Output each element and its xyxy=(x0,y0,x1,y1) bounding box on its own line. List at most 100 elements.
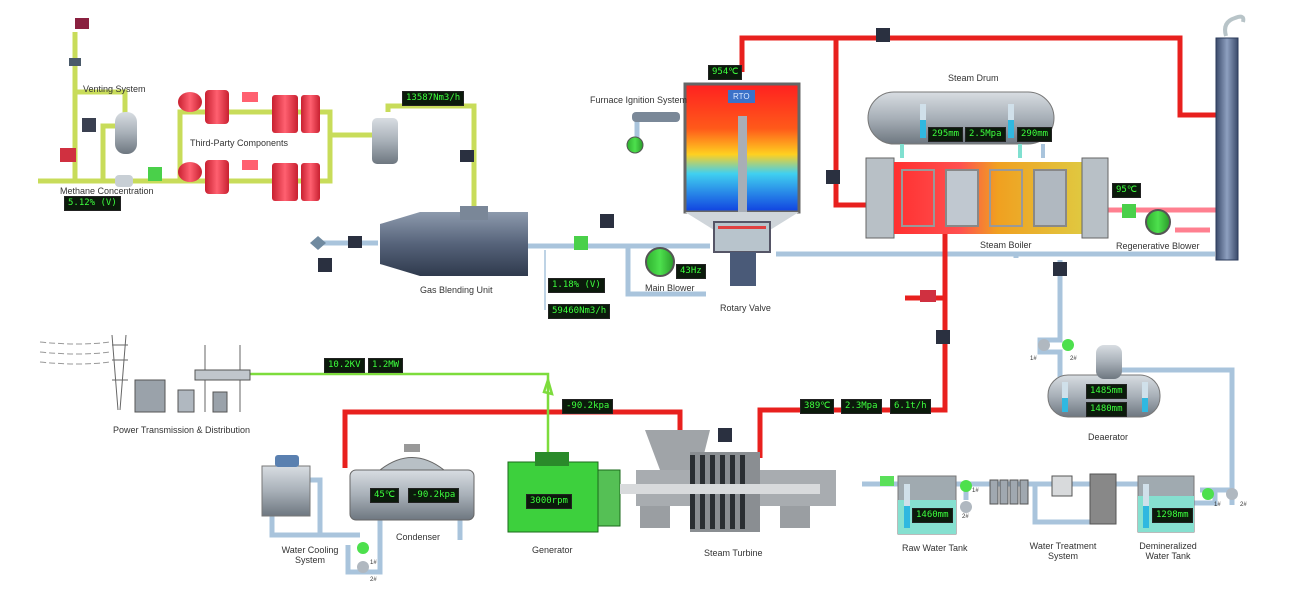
label-venting-system: Venting System xyxy=(83,84,146,94)
steam-temp-display: 389℃ xyxy=(800,399,835,414)
mix-valve-icon xyxy=(574,236,588,250)
label-water-cooling: Water Cooling System xyxy=(281,545,339,565)
deaerator-pump-2-icon xyxy=(1062,339,1074,351)
gas-blending-unit xyxy=(310,206,528,276)
power-display: 1.2MW xyxy=(368,358,404,373)
steam-drum xyxy=(867,91,1055,158)
label-water-treatment: Water Treatment System xyxy=(1029,541,1097,561)
demin-pump-1-tag: 1# xyxy=(1214,502,1221,508)
furnace-temp-display: 954℃ xyxy=(708,65,743,80)
mix-valve-2-icon xyxy=(600,214,614,228)
steam-valve-icon xyxy=(876,28,890,42)
deaerator-pump-1-tag: 1# xyxy=(1030,356,1037,362)
gas-pipes xyxy=(38,32,477,212)
label-steam-drum: Steam Drum xyxy=(948,73,999,83)
methane-concentration-display: 5.12% (V) xyxy=(64,196,121,211)
smoke-icon xyxy=(1223,14,1246,37)
steam-boiler xyxy=(865,157,1109,239)
air-pipes xyxy=(269,120,1235,575)
raw-pump-2-icon xyxy=(960,501,972,513)
vent-valve-icon xyxy=(82,118,96,132)
green-valve-icon xyxy=(148,167,162,181)
steam-valve-3-icon xyxy=(936,330,950,344)
raw-pump-1-tag: 1# xyxy=(972,488,979,494)
ignition-burner-icon xyxy=(632,112,680,122)
vent-flag xyxy=(75,18,89,29)
raw-pump-1-icon xyxy=(960,480,972,492)
gas-valve-icon xyxy=(460,150,474,162)
ignition-blower-icon xyxy=(626,136,644,154)
inlet-valve-icon xyxy=(348,236,362,248)
steam-valve-2-icon xyxy=(826,170,840,184)
water-cooling-system xyxy=(261,455,369,573)
chimney xyxy=(1215,37,1239,261)
deaerator-pump-1-icon xyxy=(1038,339,1050,351)
label-generator: Generator xyxy=(532,545,573,555)
steam-red-valve-icon xyxy=(920,290,936,302)
condenser-vacuum-display: -90.2kpa xyxy=(408,488,460,503)
blower-frequency-display: 43Hz xyxy=(676,264,706,279)
drum-pressure-display: 2.5Mpa xyxy=(965,127,1006,142)
label-deaerator: Deaerator xyxy=(1088,432,1129,442)
cooling-pump-1-tag: 1# xyxy=(370,560,377,566)
voltage-display: 10.2KV xyxy=(324,358,365,373)
vent-tank xyxy=(115,112,137,154)
raw-water-level-display: 1460mm xyxy=(912,508,953,523)
demin-pump-2-tag: 2# xyxy=(1240,502,1247,508)
power-line xyxy=(250,372,554,460)
label-methane: Methane Concentration xyxy=(60,186,154,196)
label-furnace-ignition: Furnace Ignition System xyxy=(590,95,688,105)
label-demin-tank: Demineralized Water Tank xyxy=(1139,541,1197,561)
cooling-pump-2-tag: 2# xyxy=(370,577,377,583)
regen-blower-icon xyxy=(1145,209,1171,235)
drum-level-left-display: 295mm xyxy=(928,127,964,142)
generator-speed-display: 3000rpm xyxy=(526,494,572,509)
turbine-valve-icon xyxy=(718,428,732,442)
rto-furnace xyxy=(626,82,801,286)
vent-branch-pipe xyxy=(75,89,128,118)
label-steam-turbine: Steam Turbine xyxy=(704,548,763,558)
drum-level-right-display: 290mm xyxy=(1017,127,1053,142)
raw-pump-2-tag: 2# xyxy=(962,514,969,520)
deaerator-level-2-display: 1480mm xyxy=(1086,402,1127,417)
cooling-pump-1-icon xyxy=(357,542,369,554)
generator xyxy=(507,452,621,533)
condenser xyxy=(349,444,475,521)
red-valve-icon xyxy=(60,148,76,162)
methane-sensor-icon xyxy=(115,175,133,187)
label-third-party: Third-Party Components xyxy=(190,138,289,148)
label-power-transmission: Power Transmission & Distribution xyxy=(113,425,251,435)
cooling-pump-2-icon xyxy=(357,561,369,573)
gas-filter-tank xyxy=(372,118,398,164)
steam-pressure-display: 2.3Mpa xyxy=(841,399,882,414)
exhaust-temp-display: 95℃ xyxy=(1112,183,1141,198)
inlet-valve-2-icon xyxy=(318,258,332,272)
steam-flow-display: 6.1t/h xyxy=(890,399,931,414)
main-blower-icon xyxy=(645,247,675,277)
power-transmission xyxy=(39,334,251,413)
water-treatment-system xyxy=(989,473,1117,525)
label-rotary-valve: Rotary Valve xyxy=(720,303,771,313)
label-regen-blower: Regenerative Blower xyxy=(1116,241,1200,251)
demin-pump-1-icon xyxy=(1202,488,1214,500)
mix-flow-display: 59460Nm3/h xyxy=(548,304,611,319)
deaerator-pump-2-tag: 2# xyxy=(1070,356,1077,362)
water-valve-icon xyxy=(1053,262,1067,276)
label-steam-boiler: Steam Boiler xyxy=(980,240,1032,250)
mix-concentration-display: 1.18% (V) xyxy=(548,278,605,293)
label-condenser: Condenser xyxy=(396,532,441,542)
regen-valve-icon xyxy=(1122,204,1136,218)
steam-turbine xyxy=(620,428,836,532)
label-gas-blending: Gas Blending Unit xyxy=(420,285,493,295)
condenser-temp-display: 45℃ xyxy=(370,488,399,503)
demineralized-water-tank xyxy=(1137,475,1238,533)
demin-water-level-display: 1298mm xyxy=(1152,508,1193,523)
gas-flow-display: 13587Nm3/h xyxy=(402,91,465,106)
label-main-blower: Main Blower xyxy=(645,283,695,293)
rto-badge: RTO xyxy=(728,90,755,103)
vacuum-display: -90.2kpa xyxy=(562,399,614,414)
inlet-diamond xyxy=(310,236,326,250)
raw-water-tank xyxy=(880,475,972,535)
venting-system xyxy=(60,18,162,187)
